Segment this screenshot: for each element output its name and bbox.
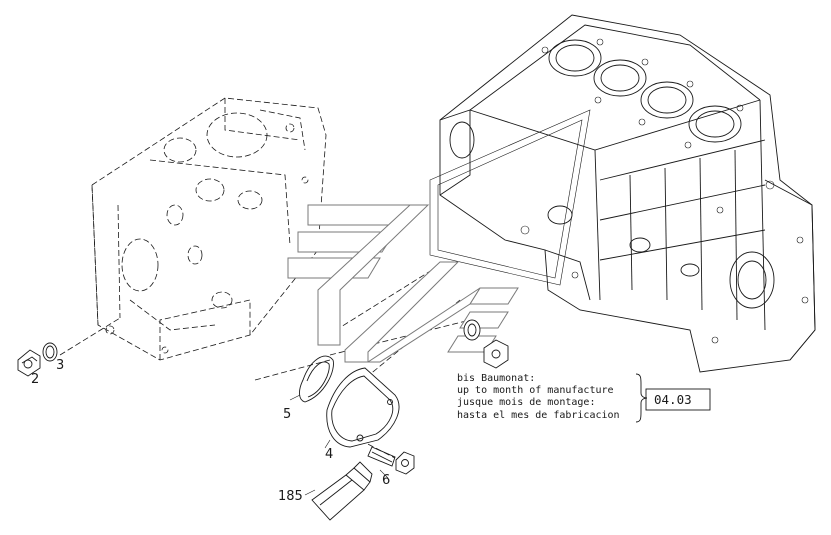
note-line-en: up to month of manufacture — [457, 385, 614, 396]
watermark-logo — [287, 204, 519, 363]
callout-part-4: 4 — [325, 447, 333, 462]
note-bracket — [635, 373, 648, 423]
callout-part-5: 5 — [283, 407, 291, 422]
note-line-fr: jusque mois de montage: — [457, 397, 595, 408]
date-code-box — [645, 388, 711, 411]
part-3-seal-ring — [42, 342, 58, 362]
left-engine-block — [91, 97, 327, 361]
part-4-cover-plate — [326, 367, 400, 448]
part-185-sealant-tube — [311, 461, 373, 521]
date-code-value: 04.03 — [654, 392, 692, 407]
block-plug-seal — [463, 319, 481, 341]
right-engine-block — [439, 14, 816, 373]
callout-part-2: 2 — [31, 372, 39, 387]
validity-note: bis Baumonat: up to month of manufacture… — [457, 373, 711, 423]
callout-part-185: 185 — [278, 489, 303, 504]
note-line-es: hasta el mes de fabricacion — [457, 410, 620, 421]
callout-part-3: 3 — [56, 358, 64, 373]
assembly-lines — [59, 264, 501, 496]
part-2-plug — [17, 349, 41, 377]
cover-plate-outline — [429, 109, 591, 286]
part-6-bolt — [367, 446, 415, 475]
note-line-de: bis Baumonat: — [457, 373, 535, 384]
part-5-gasket — [299, 355, 334, 403]
callout-part-6: 6 — [382, 473, 390, 488]
block-plug — [483, 339, 509, 369]
